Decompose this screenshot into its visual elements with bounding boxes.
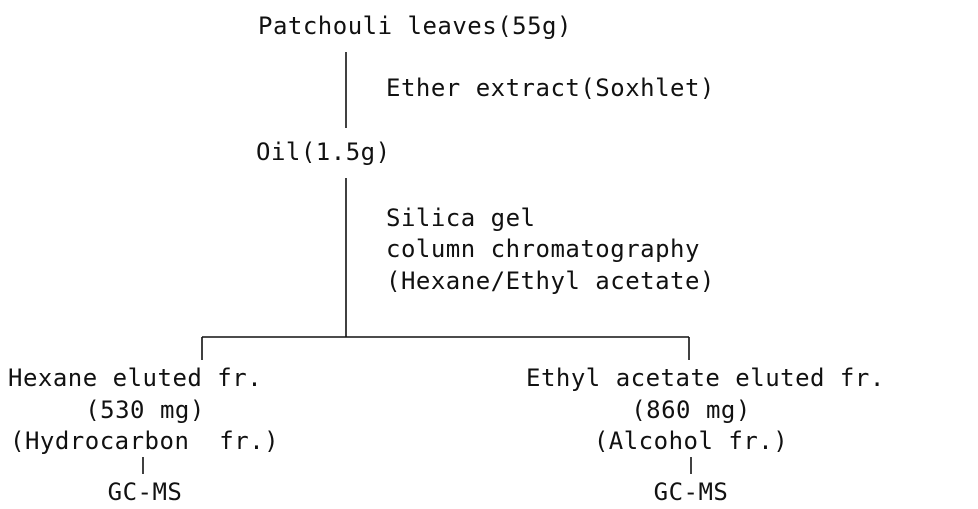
- left-fraction-name: Hexane eluted fr.: [8, 364, 263, 392]
- step-silica-line1: Silica gel: [386, 204, 536, 232]
- step-ether-extract: Ether extract(Soxhlet): [386, 74, 715, 102]
- oil-node: Oil(1.5g): [256, 138, 391, 166]
- right-fraction-name: Ethyl acetate eluted fr.: [526, 364, 885, 392]
- left-fraction-type: (Hydrocarbon fr.): [10, 427, 280, 455]
- step-silica-line2: column chromatography: [386, 235, 700, 263]
- step-silica-line3: (Hexane/Ethyl acetate): [386, 267, 715, 295]
- right-fraction-amount: (860 mg): [631, 396, 751, 424]
- right-analysis: GC-MS: [653, 478, 729, 506]
- right-fraction-type: (Alcohol fr.): [593, 427, 789, 455]
- left-analysis: GC-MS: [107, 478, 183, 506]
- left-fraction-amount: (530 mg): [85, 396, 205, 424]
- root-node: Patchouli leaves(55g): [258, 12, 572, 40]
